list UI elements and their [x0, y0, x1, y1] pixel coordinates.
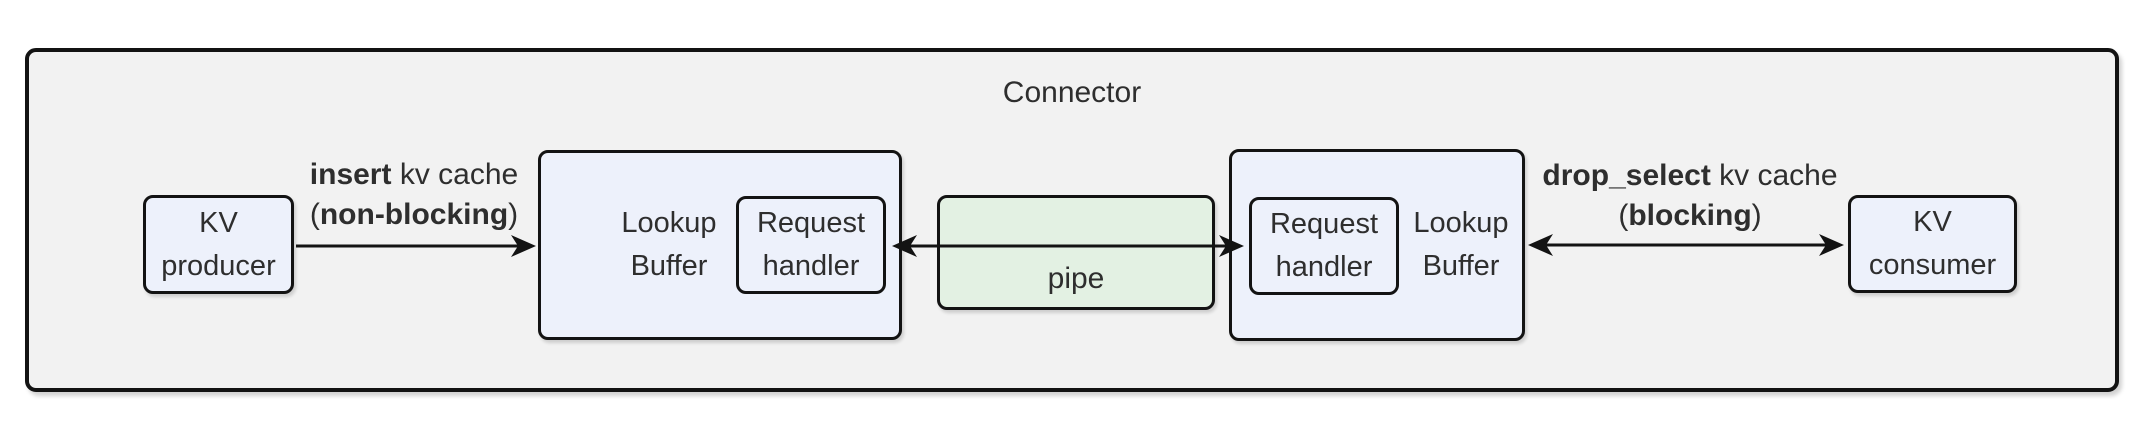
drop-select-paren-close: ): [1751, 199, 1762, 232]
node-lookup-buffer-left: Lookup Buffer Request handler: [538, 150, 902, 340]
insert-edge-label: insert kv cache (non-blocking): [234, 155, 594, 235]
request-handler-right-label: Request handler: [1269, 208, 1378, 283]
drop-select-rest: kv cache: [1710, 159, 1838, 192]
drop-select-paren-open: (: [1618, 199, 1629, 232]
connector-title: Connector: [1002, 76, 1142, 109]
drop-select-edge-label: drop_select kv cache (blocking): [1510, 156, 1870, 236]
kv-producer-label: KV producer: [161, 206, 276, 282]
insert-mode: non-blocking: [319, 198, 509, 231]
node-kv-consumer: KV consumer: [1848, 195, 2017, 293]
lookup-buffer-left-label: Lookup Buffer: [621, 207, 717, 282]
kv-consumer-label: KV consumer: [1868, 206, 1997, 281]
pipe-label: pipe: [1047, 262, 1105, 295]
node-pipe: pipe: [937, 195, 1215, 310]
insert-keyword: insert: [309, 158, 392, 191]
drop-select-keyword: drop_select: [1542, 159, 1711, 192]
insert-edge-label-line1: insert kv cache: [234, 155, 594, 195]
insert-paren-open: (: [309, 198, 320, 231]
insert-paren-close: ): [508, 198, 519, 231]
connector-container: Connector KV producer Lookup Buffer Requ…: [25, 48, 2119, 392]
request-handler-left-label: Request handler: [756, 207, 865, 282]
lookup-buffer-right-label: Lookup Buffer: [1413, 207, 1509, 282]
insert-edge-label-line2: (non-blocking): [234, 195, 594, 235]
node-kv-producer: KV producer: [143, 195, 294, 294]
insert-rest: kv cache: [391, 158, 519, 191]
node-request-handler-left: Request handler: [736, 196, 886, 294]
drop-select-edge-label-line1: drop_select kv cache: [1510, 156, 1870, 196]
node-lookup-buffer-right: Request handler Lookup Buffer: [1229, 149, 1525, 341]
node-request-handler-right: Request handler: [1249, 197, 1399, 295]
drop-select-mode: blocking: [1628, 199, 1752, 232]
drop-select-edge-label-line2: (blocking): [1510, 196, 1870, 236]
